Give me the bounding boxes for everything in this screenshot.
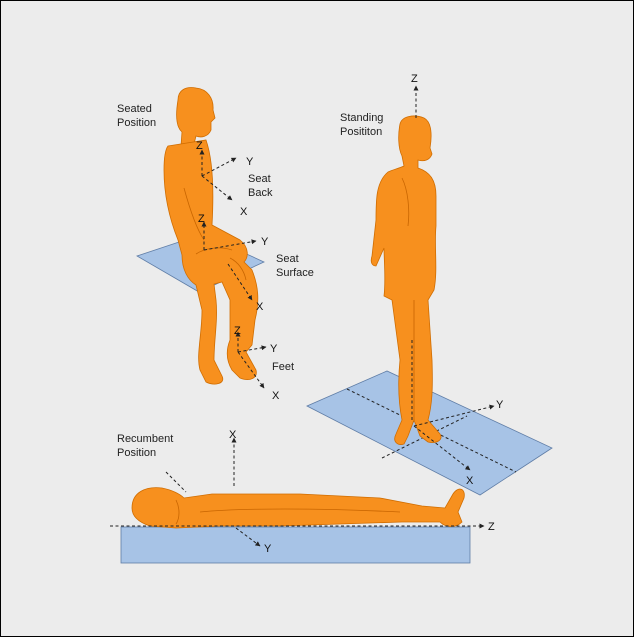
standing-y-label: Y [496,399,504,411]
seat-back-x-label: X [240,206,248,218]
standing-label-line2: Posititon [340,126,382,138]
feet-y-label: Y [270,343,278,355]
standing-x-label: X [466,475,474,487]
seat-surface-z-label: Z [198,213,205,225]
seat-back-z-label: Z [196,140,203,152]
seat-back-label-line1: Seat [248,173,271,185]
recumbent-body [132,488,464,528]
standing-z-label: Z [411,73,418,85]
seat-surface-y-label: Y [261,236,269,248]
seated-figure [137,88,266,389]
feet-z-label: Z [234,325,241,337]
recumbent-label-line1: Recumbent [117,433,173,445]
seated-head [177,88,215,147]
recumbent-label-line2: Position [117,447,156,459]
feet-x-label: X [272,390,280,402]
recumbent-z-label: Z [488,521,495,533]
recumbent-support [121,527,470,563]
seat-back-label-line2: Back [248,187,273,199]
recumbent-x-label: X [229,429,237,441]
seat-surface-label-line1: Seat [276,253,299,265]
seated-label-line1: Seated [117,103,152,115]
seat-back-y-label: Y [246,156,254,168]
feet-label: Feet [272,361,294,373]
recumbent-y-label: Y [264,543,272,555]
seated-label-line2: Position [117,117,156,129]
standing-figure [307,86,552,495]
seat-surface-label-line2: Surface [276,267,314,279]
standing-label-line1: Standing [340,112,383,124]
seat-surface-x-label: X [256,301,264,313]
